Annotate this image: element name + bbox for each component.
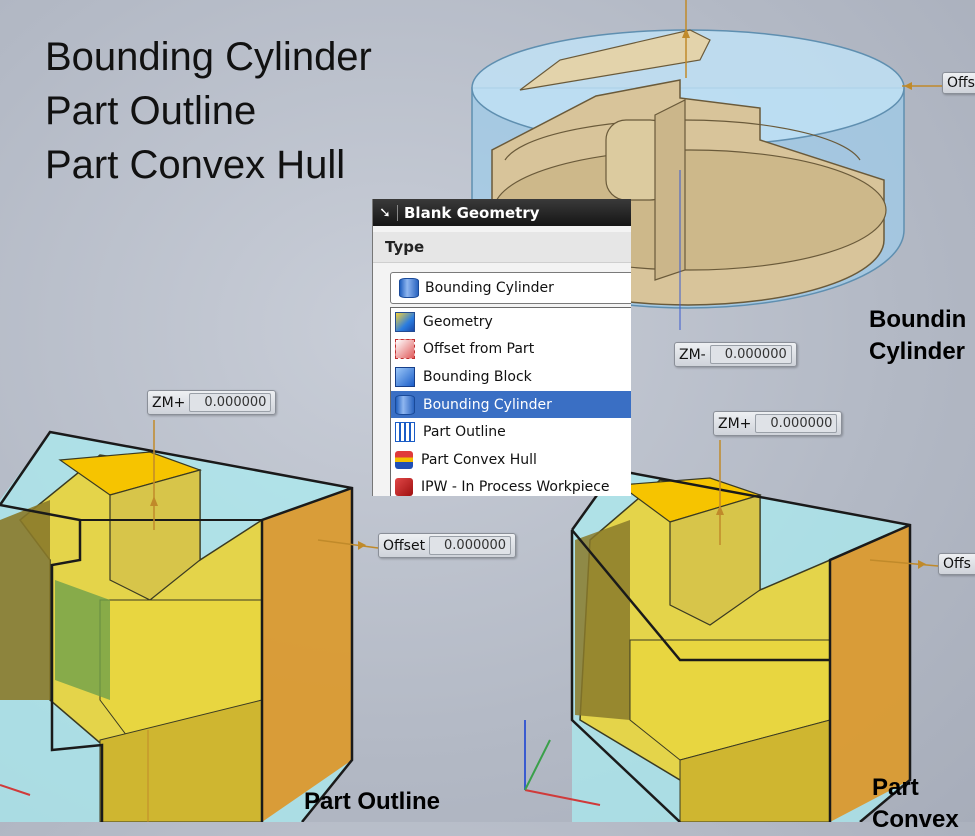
headline-line-2: Part Outline bbox=[45, 89, 257, 133]
type-option-bounding-block[interactable]: Bounding Block bbox=[391, 363, 631, 391]
outline-offset-label: Offset bbox=[383, 537, 426, 554]
type-option-label: Offset from Part bbox=[423, 341, 535, 358]
bounding-cylinder-label-line-1: Boundin bbox=[869, 306, 967, 333]
hull-zm-plus-label: ZM+ bbox=[718, 415, 752, 432]
dialog-title: Blank Geometry bbox=[404, 203, 540, 222]
type-option-label: Part Outline bbox=[423, 424, 506, 441]
dialog-title-bar[interactable]: ➘ Blank Geometry bbox=[373, 199, 631, 226]
cylinder-offset-label: Offs bbox=[947, 75, 975, 91]
part-outline-view-label: Part Outline bbox=[304, 788, 441, 815]
type-option-ipw[interactable]: IPW - In Process Workpiece bbox=[391, 474, 631, 496]
type-option-offset-from-part[interactable]: Offset from Part bbox=[391, 336, 631, 364]
bounding-cylinder-view-label: Boundin Cylinder bbox=[869, 304, 966, 368]
bounding-cylinder-icon bbox=[395, 394, 415, 415]
outline-zm-plus-label: ZM+ bbox=[152, 394, 186, 411]
type-select-value: Bounding Cylinder bbox=[425, 280, 554, 296]
part-convex-hull-label-line-2: Convex bbox=[872, 806, 959, 833]
bounding-block-icon bbox=[395, 366, 415, 387]
offset-from-part-icon bbox=[395, 339, 415, 360]
type-option-geometry[interactable]: Geometry bbox=[391, 308, 631, 336]
bounding-cylinder-icon bbox=[399, 278, 419, 298]
outline-zm-plus-input[interactable]: 0.000000 bbox=[189, 393, 272, 412]
cylinder-zm-minus-input[interactable]: 0.000000 bbox=[709, 345, 792, 364]
bounding-cylinder-label-line-2: Cylinder bbox=[869, 338, 966, 365]
type-option-label: Geometry bbox=[423, 313, 493, 330]
cylinder-zm-minus-field[interactable]: ZM- 0.000000 bbox=[674, 342, 797, 367]
hull-zm-plus-field[interactable]: ZM+ 0.000000 bbox=[713, 411, 843, 436]
type-option-label: IPW - In Process Workpiece bbox=[421, 479, 610, 496]
type-group-header[interactable]: Type bbox=[373, 232, 631, 263]
geometry-icon bbox=[395, 311, 415, 332]
part-convex-hull-icon bbox=[395, 450, 413, 469]
type-option-bounding-cylinder[interactable]: Bounding Cylinder bbox=[391, 390, 631, 419]
part-convex-hull-view-label: Part Convex bbox=[872, 772, 959, 836]
cylinder-offset-field[interactable]: Offs bbox=[942, 72, 975, 94]
type-select[interactable]: Bounding Cylinder bbox=[390, 272, 631, 304]
part-outline-model bbox=[0, 420, 379, 822]
blank-geometry-dialog: ➘ Blank Geometry Type Bounding Cylinder … bbox=[372, 199, 631, 496]
outline-offset-field[interactable]: Offset 0.000000 bbox=[378, 533, 517, 558]
pin-arrow-icon[interactable]: ➘ bbox=[373, 204, 398, 221]
ipw-icon bbox=[395, 478, 413, 496]
headline-line-3: Part Convex Hull bbox=[45, 143, 346, 187]
part-outline-icon bbox=[395, 422, 415, 443]
type-group-label: Type bbox=[385, 238, 425, 256]
type-option-part-outline[interactable]: Part Outline bbox=[391, 418, 631, 446]
type-option-part-convex-hull[interactable]: Part Convex Hull bbox=[391, 446, 631, 474]
outline-offset-input[interactable]: 0.000000 bbox=[429, 536, 512, 555]
hull-zm-plus-input[interactable]: 0.000000 bbox=[755, 414, 838, 433]
type-option-label: Part Convex Hull bbox=[421, 451, 537, 468]
hull-offset-label: Offs bbox=[943, 556, 971, 572]
hull-offset-field[interactable]: Offs bbox=[938, 553, 975, 575]
part-convex-hull-model bbox=[570, 440, 939, 822]
view-triad bbox=[0, 720, 601, 806]
type-options-list: Geometry Offset from Part Bounding Block… bbox=[390, 307, 631, 496]
type-option-label: Bounding Block bbox=[423, 368, 532, 385]
cylinder-zm-minus-label: ZM- bbox=[679, 346, 706, 363]
type-option-label: Bounding Cylinder bbox=[423, 396, 552, 413]
part-convex-hull-label-line-1: Part bbox=[872, 774, 919, 801]
outline-zm-plus-field[interactable]: ZM+ 0.000000 bbox=[147, 390, 277, 415]
headline: Bounding Cylinder Part Outline Part Conv… bbox=[45, 30, 372, 192]
headline-line-1: Bounding Cylinder bbox=[45, 35, 372, 79]
